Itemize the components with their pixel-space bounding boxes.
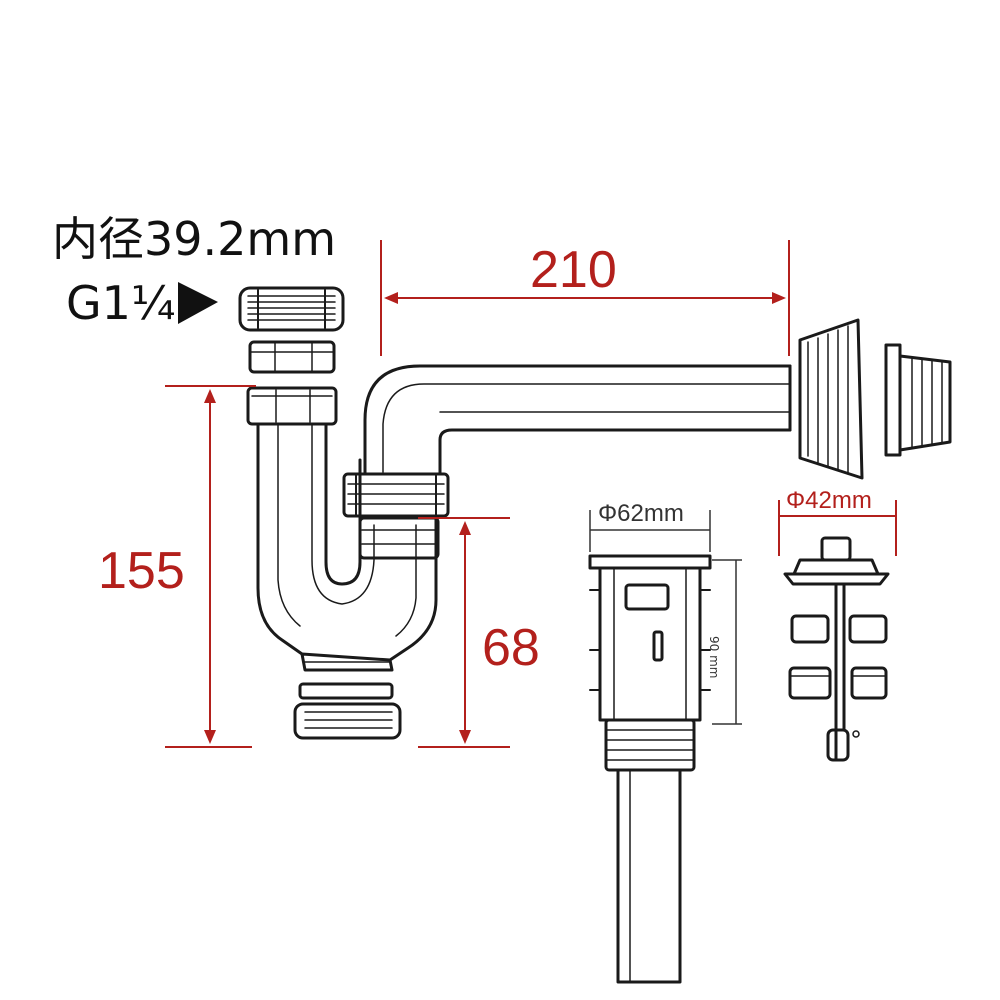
slip-nut-top [238,286,345,332]
wall-escutcheon [798,318,864,480]
dim-68-arrow-top [459,521,471,535]
wall-flange [884,343,952,457]
dim-155-arrow-bottom [204,730,216,744]
dim-155-arrow-top [204,389,216,403]
tailpiece-washer [248,340,336,374]
dim-210-arrow-right [772,292,786,304]
stopper-diameter-label: Φ42mm [786,487,872,514]
pop-up-stopper [783,536,890,762]
horizontal-arm [363,364,792,476]
u-trap [256,422,438,672]
bottom-cap [293,682,402,740]
outlet-nut [342,472,450,560]
pop-up-height-label: 90 mm [707,636,721,679]
thread-spec-label: G1¼ [66,276,176,330]
total-height-label: 155 [98,542,185,600]
pop-up-drain-body [588,554,712,984]
thread-arrow-icon [178,282,218,324]
inner-diameter-label: 内径39.2mm [52,212,337,266]
horizontal-length-label: 210 [530,241,617,299]
dim-68-arrow-bottom [459,730,471,744]
outlet-height-label: 68 [482,619,540,677]
trap-collar [246,386,338,426]
dim-210-arrow-left [384,292,398,304]
pop-up-diameter-label: Φ62mm [598,500,684,527]
